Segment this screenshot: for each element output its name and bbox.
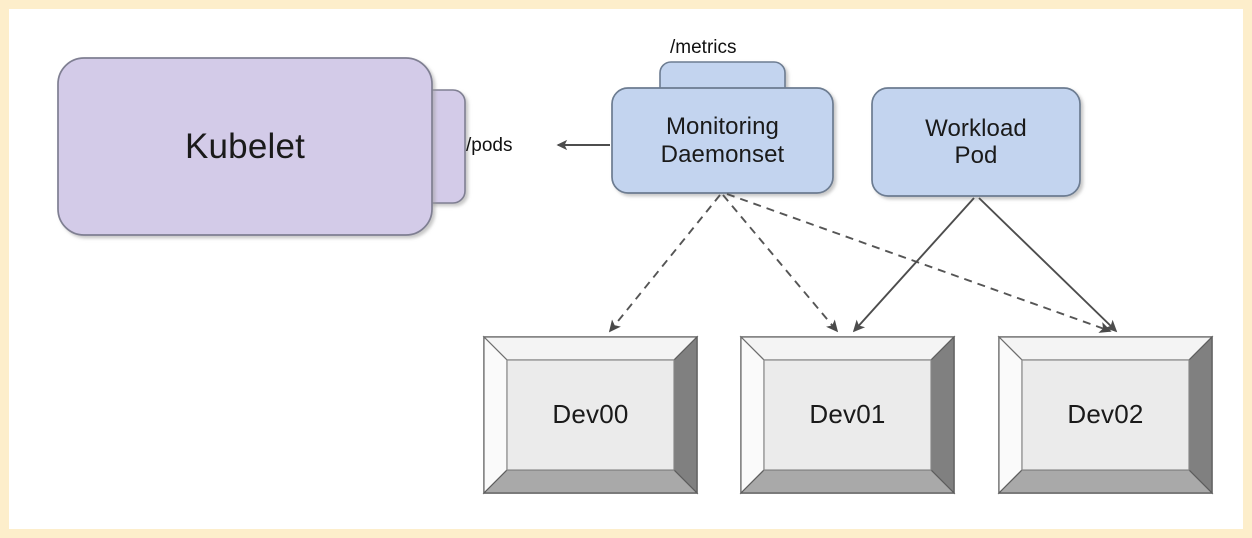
- diagram-svg-layer: [57, 57, 1214, 495]
- daemonset-body: [611, 87, 834, 194]
- edge-daemonset-to-dev01: [722, 194, 839, 333]
- edge-label-metrics: /metrics: [670, 37, 737, 58]
- dev02-bevel-left: [998, 335, 1023, 495]
- workload-pod-body: [871, 87, 1081, 197]
- dev02-bevel-bottom: [997, 469, 1214, 494]
- node-dev02[interactable]: [997, 335, 1214, 495]
- node-monitoring-daemonset[interactable]: [611, 61, 834, 194]
- dev01-face: [763, 359, 932, 471]
- edge-workloadpod-to-dev01: [852, 197, 975, 333]
- dev00-bevel-bottom: [482, 469, 699, 494]
- kubelet-body: [57, 57, 433, 236]
- dev02-face: [1021, 359, 1190, 471]
- diagram-canvas: Kubelet Monitoring Daemonset Workload Po…: [9, 9, 1243, 529]
- dev00-bevel-left: [483, 335, 508, 495]
- dev02-bevel-top: [997, 336, 1214, 361]
- dev01-bevel-top: [739, 336, 956, 361]
- dev01-bevel-left: [740, 335, 765, 495]
- dev02-bevel-right: [1188, 335, 1213, 495]
- dev00-bevel-top: [482, 336, 699, 361]
- edge-daemonset-to-dev00: [608, 194, 721, 333]
- node-workload-pod[interactable]: [871, 87, 1081, 197]
- node-kubelet[interactable]: [57, 57, 466, 236]
- edge-label-pods: /pods: [466, 135, 513, 156]
- node-dev01[interactable]: [739, 335, 956, 495]
- dev00-face: [506, 359, 675, 471]
- node-dev00[interactable]: [482, 335, 699, 495]
- edge-workloadpod-to-dev02: [978, 197, 1118, 333]
- dev00-bevel-right: [673, 335, 698, 495]
- dev01-bevel-right: [930, 335, 955, 495]
- edge-daemonset-to-dev02: [726, 193, 1112, 333]
- dev01-bevel-bottom: [739, 469, 956, 494]
